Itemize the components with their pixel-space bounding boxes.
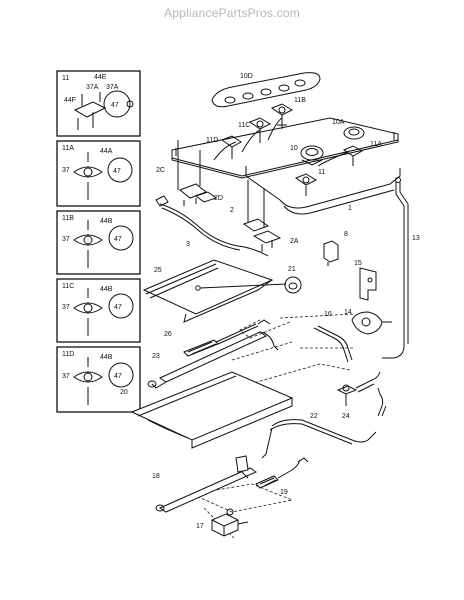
inset-11b: 11B 44B 37 47	[56, 210, 141, 275]
inset-label: 44A	[100, 148, 113, 155]
regulator-14	[351, 311, 392, 335]
inset-label: 37	[62, 236, 70, 243]
callout-2: 2	[230, 207, 234, 214]
burner-11c	[248, 117, 272, 143]
watermark-text: AppliancePartsPros.com	[164, 6, 300, 20]
inset-title: 11B	[62, 215, 74, 222]
callout-17: 17	[196, 523, 204, 530]
inset-label: 44B	[100, 286, 113, 293]
callout-1: 1	[348, 205, 352, 212]
leader-21	[199, 283, 287, 289]
valve-17	[211, 508, 249, 537]
inset-label: 44B	[100, 218, 113, 225]
inset-label: 47	[114, 304, 122, 311]
inset-label: 37	[62, 167, 70, 174]
inset-11: 11 44E 37A 37A 44F 47	[56, 70, 141, 137]
inset-label: 47	[114, 373, 122, 380]
callout-13: 13	[412, 235, 420, 242]
burner-11a	[342, 145, 364, 166]
callout-11b: 11B	[294, 97, 306, 104]
callout-19: 19	[280, 489, 288, 496]
part-8	[323, 240, 339, 266]
inset-label: 37A	[106, 84, 119, 91]
heat-shield-25	[142, 259, 274, 323]
inset-label: 37	[62, 373, 70, 380]
inset-11a: 11A 44A 37 47	[56, 140, 141, 207]
callout-2d: 2D	[214, 195, 223, 202]
inset-label: 47	[114, 236, 122, 243]
ignitor-26	[183, 319, 271, 357]
inset-title: 11C	[62, 283, 74, 290]
burner-tube-18	[155, 455, 258, 513]
valve-2a	[252, 188, 282, 252]
inset-11d: 11D 44B 37 47	[56, 346, 141, 413]
callout-18: 18	[152, 473, 160, 480]
callout-10d: 10D	[240, 73, 253, 80]
valve-2c	[177, 140, 207, 206]
gas-tubes-top	[213, 117, 349, 167]
callout-20: 20	[120, 389, 128, 396]
tube-13	[382, 177, 409, 359]
inset-11c: 11C 44B 37 47	[56, 278, 141, 343]
callout-21: 21	[288, 266, 296, 273]
bracket-15	[359, 267, 377, 301]
callout-14: 14	[344, 309, 352, 316]
inset-title: 11A	[62, 145, 74, 152]
callout-10: 10	[290, 145, 298, 152]
inset-label: 37A	[86, 84, 99, 91]
callout-11c: 11C	[238, 122, 250, 129]
burner-11b	[270, 103, 294, 129]
callout-labels: 10D 11B 11C 11D 10A 11A 10 11 2C 2D 2 2A…	[120, 73, 420, 530]
inset-label: 37	[62, 304, 70, 311]
inset-title: 11	[62, 75, 69, 82]
burner-tube-23	[147, 331, 279, 389]
burner-10a	[343, 126, 365, 140]
wire-harness-3	[155, 195, 269, 257]
callout-11: 11	[318, 169, 325, 176]
callout-26: 26	[164, 331, 172, 338]
callout-3: 3	[186, 241, 190, 248]
callout-15: 15	[354, 260, 362, 267]
bottom-shield-20	[130, 371, 294, 449]
callout-16: 16	[324, 311, 332, 318]
inset-label: 47	[113, 168, 121, 175]
callout-8: 8	[344, 231, 348, 238]
callout-23: 23	[152, 353, 160, 360]
inset-label: 44F	[64, 97, 76, 104]
tube-16	[313, 325, 353, 363]
inset-label: 47	[111, 102, 119, 109]
ignitor-19	[255, 457, 309, 489]
inset-title: 11D	[62, 351, 74, 358]
callout-25: 25	[154, 267, 162, 274]
part-21	[284, 276, 302, 294]
callout-24: 24	[342, 413, 350, 420]
inset-label: 44B	[100, 354, 113, 361]
callout-2a: 2A	[290, 238, 299, 245]
burner-spreader-10d	[211, 72, 321, 108]
valve-2	[242, 180, 270, 232]
valve-24	[336, 371, 381, 406]
inset-label: 44E	[94, 74, 107, 81]
callout-22: 22	[310, 413, 318, 420]
callout-11a: 11A	[370, 141, 382, 148]
callout-11d: 11D	[206, 137, 218, 144]
manifold-frame-1	[171, 117, 401, 215]
gas-line-22	[261, 387, 387, 459]
valve-2d	[194, 150, 218, 203]
callout-10a: 10A	[332, 119, 345, 126]
callout-2c: 2C	[156, 167, 165, 174]
burner-11	[294, 173, 318, 196]
